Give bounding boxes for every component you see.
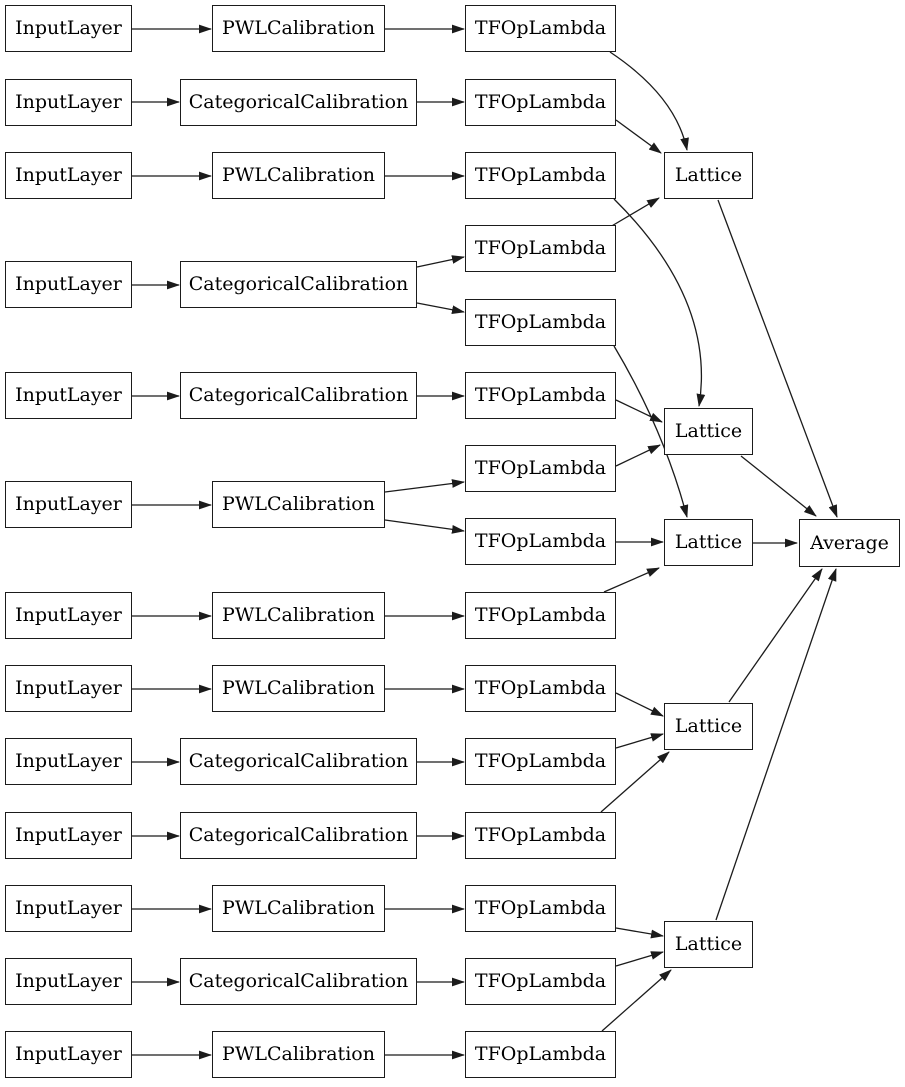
node-lattice-4: Lattice	[664, 703, 753, 750]
node-input-5: InputLayer	[5, 372, 132, 419]
node-calib-3: PWLCalibration	[212, 152, 385, 199]
node-tfop-1: TFOpLambda	[465, 5, 616, 52]
node-tfop-13: TFOpLambda	[465, 885, 616, 932]
node-lattice-3: Lattice	[664, 519, 753, 566]
edge-tfop-12-to-lattice-4	[600, 751, 670, 813]
node-tfop-14: TFOpLambda	[465, 958, 616, 1005]
node-lattice-1: Lattice	[664, 152, 753, 199]
node-calib-4: CategoricalCalibration	[180, 261, 417, 308]
node-calib-6: PWLCalibration	[212, 481, 385, 528]
node-calib-7: PWLCalibration	[212, 592, 385, 639]
edge-lattice-5-to-average	[715, 568, 837, 921]
node-tfop-2: TFOpLambda	[465, 79, 616, 126]
node-input-11: InputLayer	[5, 885, 132, 932]
node-calib-2: CategoricalCalibration	[180, 79, 417, 126]
node-input-9: InputLayer	[5, 738, 132, 785]
node-tfop-4: TFOpLambda	[465, 225, 616, 272]
node-input-4: InputLayer	[5, 261, 132, 308]
node-tfop-12: TFOpLambda	[465, 812, 616, 859]
node-input-10: InputLayer	[5, 812, 132, 859]
node-input-13: InputLayer	[5, 1031, 132, 1078]
node-tfop-3: TFOpLambda	[465, 152, 616, 199]
edge-tfop-6-to-lattice-2	[615, 399, 663, 423]
node-calib-1: PWLCalibration	[212, 5, 385, 52]
node-calib-10: CategoricalCalibration	[180, 812, 417, 859]
node-tfop-9: TFOpLambda	[465, 592, 616, 639]
edge-tfop-9-to-lattice-3	[603, 567, 660, 593]
edge-tfop-13-to-lattice-5	[615, 927, 664, 939]
edge-tfop-3-to-lattice-2	[613, 198, 706, 407]
node-tfop-5: TFOpLambda	[465, 299, 616, 346]
node-calib-5: CategoricalCalibration	[180, 372, 417, 419]
node-calib-8: PWLCalibration	[212, 665, 385, 712]
edge-calib-6-to-tfop-7	[384, 479, 465, 493]
node-input-8: InputLayer	[5, 665, 132, 712]
node-calib-13: PWLCalibration	[212, 1031, 385, 1078]
edge-tfop-14-to-lattice-5	[615, 951, 664, 967]
edge-tfop-5-to-lattice-3	[613, 345, 689, 518]
node-tfop-7: TFOpLambda	[465, 445, 616, 492]
node-tfop-8: TFOpLambda	[465, 518, 616, 565]
node-input-2: InputLayer	[5, 79, 132, 126]
edge-tfop-11-to-lattice-4	[615, 733, 664, 749]
edge-lattice-1-to-average	[717, 199, 838, 518]
node-tfop-15: TFOpLambda	[465, 1031, 616, 1078]
edge-tfop-1-to-lattice-1	[609, 51, 689, 151]
node-input-3: InputLayer	[5, 152, 132, 199]
edge-calib-4-to-tfop-4	[416, 255, 465, 268]
node-input-1: InputLayer	[5, 5, 132, 52]
edge-tfop-10-to-lattice-4	[615, 692, 664, 717]
node-average: Average	[799, 519, 900, 567]
node-input-6: InputLayer	[5, 481, 132, 528]
edge-lattice-4-to-average	[728, 568, 823, 703]
edge-tfop-4-to-lattice-1	[609, 197, 660, 228]
node-tfop-10: TFOpLambda	[465, 665, 616, 712]
edge-calib-4-to-tfop-5	[416, 302, 465, 315]
node-lattice-2: Lattice	[664, 408, 753, 455]
node-lattice-5: Lattice	[664, 921, 753, 968]
node-tfop-6: TFOpLambda	[465, 372, 616, 419]
edge-calib-6-to-tfop-8	[384, 519, 465, 534]
edge-tfop-7-to-lattice-2	[615, 444, 661, 467]
edges-group	[132, 24, 838, 1060]
node-calib-11: PWLCalibration	[212, 885, 385, 932]
node-tfop-11: TFOpLambda	[465, 738, 616, 785]
node-calib-9: CategoricalCalibration	[180, 738, 417, 785]
node-input-7: InputLayer	[5, 592, 132, 639]
edge-lattice-2-to-average	[740, 455, 817, 517]
node-calib-12: CategoricalCalibration	[180, 958, 417, 1005]
edge-tfop-2-to-lattice-1	[615, 119, 662, 154]
node-input-12: InputLayer	[5, 958, 132, 1005]
edge-tfop-15-to-lattice-5	[601, 969, 672, 1032]
